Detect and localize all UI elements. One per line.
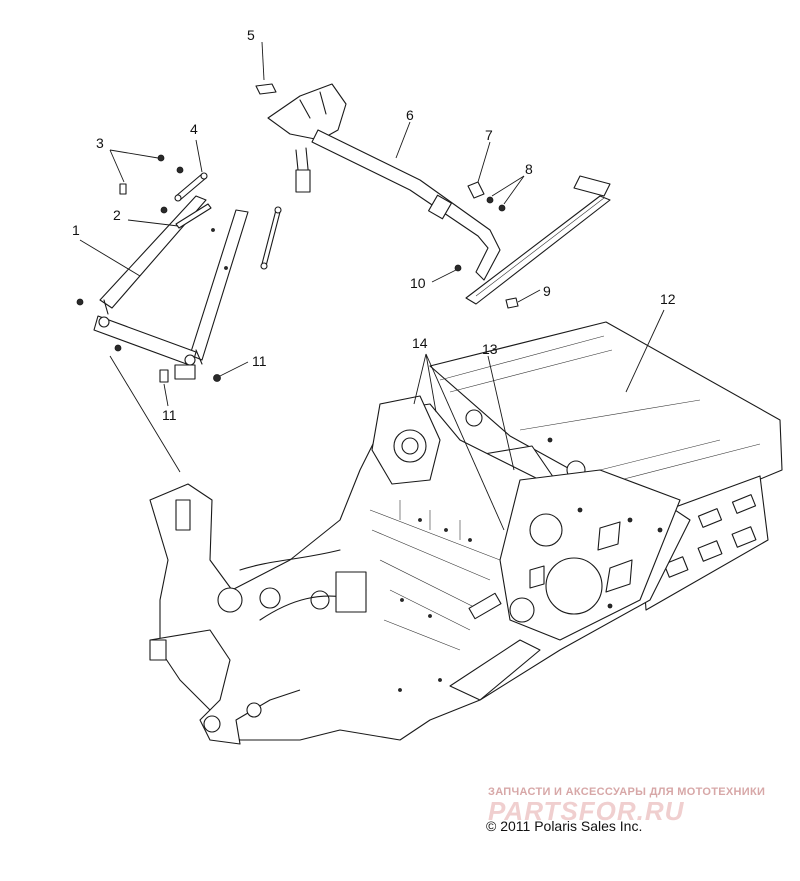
callout-4: 4 xyxy=(190,121,198,137)
leader-10 xyxy=(431,269,457,283)
tunnel-strip xyxy=(465,175,611,305)
callout-13: 13 xyxy=(482,341,498,357)
leader-3b xyxy=(109,149,125,183)
leader-14a xyxy=(413,353,427,405)
leader-4 xyxy=(195,139,203,173)
fasteners-9-10 xyxy=(454,264,519,309)
callout-9: 9 xyxy=(543,283,551,299)
leader-12 xyxy=(625,309,665,393)
bolts-11 xyxy=(159,369,221,383)
callout-6: 6 xyxy=(406,107,414,123)
leader-2 xyxy=(127,219,179,227)
leader-7 xyxy=(477,141,491,183)
leader-11b xyxy=(163,383,169,407)
callout-3: 3 xyxy=(96,135,104,151)
copyright-notice: © 2011 Polaris Sales Inc. xyxy=(486,818,643,834)
leader-5 xyxy=(261,41,265,81)
leader-3a xyxy=(109,149,159,159)
front-support-arms xyxy=(93,195,249,380)
chassis-frame xyxy=(149,395,691,745)
leader-6 xyxy=(395,121,411,159)
callout-10: 10 xyxy=(410,275,426,291)
callout-numbers: 1 2 3 4 5 6 7 8 9 10 11 11 12 13 14 xyxy=(72,27,676,423)
callout-8: 8 xyxy=(525,161,533,177)
leader-9 xyxy=(517,289,541,303)
leader-lines xyxy=(79,41,665,531)
leader-1b xyxy=(109,355,181,473)
watermark-logo: PARTSFOR.RU xyxy=(488,796,685,826)
callout-11-right: 11 xyxy=(252,353,267,369)
steering-post xyxy=(267,83,501,281)
leader-14c xyxy=(425,353,505,531)
block-5 xyxy=(255,83,277,95)
bolts-3 xyxy=(76,154,184,352)
leader-13 xyxy=(487,355,515,471)
clip-7-and-nuts-8 xyxy=(467,181,506,212)
callout-12: 12 xyxy=(660,291,676,307)
leader-11a xyxy=(219,361,249,377)
leader-1 xyxy=(79,239,141,277)
callout-1: 1 xyxy=(72,222,80,238)
callout-11-left: 11 xyxy=(162,407,177,423)
callout-14: 14 xyxy=(412,335,428,351)
callout-2: 2 xyxy=(113,207,121,223)
linkage-rods xyxy=(174,172,282,270)
leader-14b xyxy=(425,353,437,413)
callout-7: 7 xyxy=(485,127,493,143)
watermark-tagline: ЗАПЧАСТИ И АКСЕССУАРЫ ДЛЯ МОТОТЕХНИКИ xyxy=(488,786,766,798)
leader-8b xyxy=(503,175,525,205)
leader-8a xyxy=(491,175,525,197)
small-rod xyxy=(175,203,212,229)
callout-5: 5 xyxy=(247,27,255,43)
